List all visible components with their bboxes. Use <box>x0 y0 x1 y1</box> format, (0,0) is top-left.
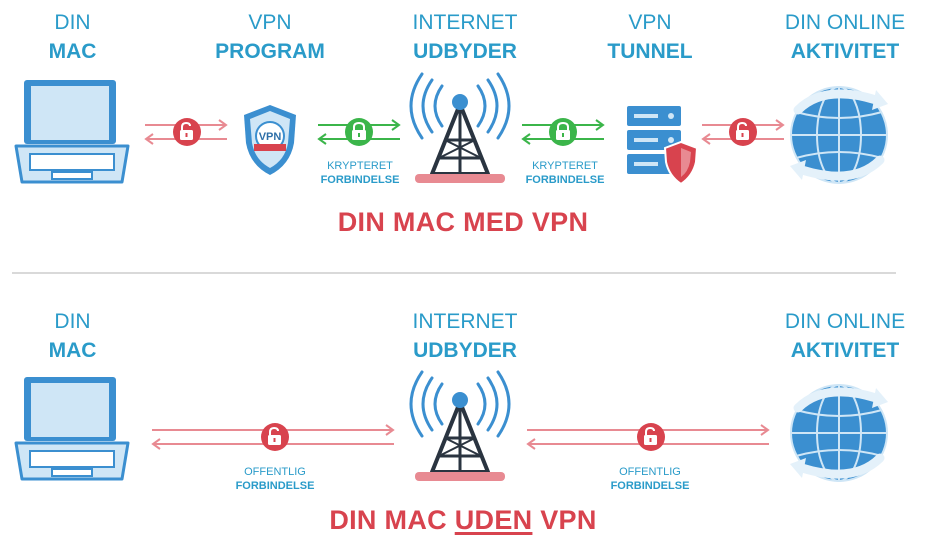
title-with-vpn: DIN MAC MED VPN <box>337 207 589 237</box>
globe-icon <box>790 384 888 482</box>
caption-line2: FORBINDELSE <box>235 480 315 492</box>
laptop-icon <box>14 80 130 184</box>
caption-line2: FORBINDELSE <box>610 480 690 492</box>
padlock-closed-icon <box>345 118 373 146</box>
header-vpn-tunnel: VPN TUNNEL <box>580 8 720 66</box>
caption-line1: OFFENTLIG <box>244 466 306 478</box>
header-vpn-program: VPN PROGRAM <box>195 8 345 66</box>
padlock-open-icon <box>729 118 757 146</box>
header-line1: DIN ONLINE <box>784 11 906 34</box>
header-line2: TUNNEL <box>607 40 693 63</box>
header-line2: UDBYDER <box>413 40 517 63</box>
header-mac-top: DIN MAC <box>15 8 130 66</box>
header-mac-bottom: DIN MAC <box>15 307 130 365</box>
title-prefix: DIN MAC <box>329 505 455 535</box>
server-icon <box>627 106 699 186</box>
title-without-vpn: DIN MAC UDEN VPN <box>0 505 926 536</box>
header-line2: AKTIVITET <box>790 339 900 362</box>
header-line2: AKTIVITET <box>790 40 900 63</box>
globe-icon <box>790 86 888 184</box>
caption-encrypted-1: KRYPTERET FORBINDELSE <box>300 159 420 187</box>
header-isp-bottom: INTERNET UDBYDER <box>385 307 545 365</box>
padlock-closed-icon <box>549 118 577 146</box>
caption-encrypted-2: KRYPTERET FORBINDELSE <box>505 159 625 187</box>
header-line2: MAC <box>48 339 97 362</box>
header-line1: INTERNET <box>412 11 518 34</box>
header-line1: DIN <box>54 11 91 34</box>
caption-line1: KRYPTERET <box>327 160 393 172</box>
header-line1: DIN <box>54 310 91 333</box>
title-suffix: VPN <box>532 505 597 535</box>
caption-line1: OFFENTLIG <box>619 466 681 478</box>
section-divider <box>12 272 896 274</box>
header-line1: VPN <box>248 11 292 34</box>
cell-tower-icon <box>409 370 511 481</box>
caption-line2: FORBINDELSE <box>525 174 605 186</box>
header-line1: DIN ONLINE <box>784 310 906 333</box>
caption-line1: KRYPTERET <box>532 160 598 172</box>
header-line2: PROGRAM <box>215 40 325 63</box>
vpn-shield-icon: VPN <box>244 105 296 175</box>
header-line2: UDBYDER <box>413 339 517 362</box>
padlock-open-icon <box>261 423 289 451</box>
vpn-badge-text: VPN <box>259 131 282 143</box>
header-line2: MAC <box>48 40 97 63</box>
header-activity-bottom: DIN ONLINE AKTIVITET <box>765 307 925 365</box>
title-emphasis: UDEN <box>454 505 533 535</box>
cell-tower-icon <box>409 72 511 183</box>
padlock-open-icon <box>173 118 201 146</box>
caption-line2: FORBINDELSE <box>320 174 400 186</box>
header-line1: INTERNET <box>412 310 518 333</box>
padlock-open-icon <box>637 423 665 451</box>
caption-public-2: OFFENTLIG FORBINDELSE <box>590 465 710 493</box>
header-activity-top: DIN ONLINE AKTIVITET <box>765 8 925 66</box>
header-line1: VPN <box>628 11 672 34</box>
caption-public-1: OFFENTLIG FORBINDELSE <box>215 465 335 493</box>
header-isp-top: INTERNET UDBYDER <box>385 8 545 66</box>
laptop-icon <box>14 377 130 481</box>
